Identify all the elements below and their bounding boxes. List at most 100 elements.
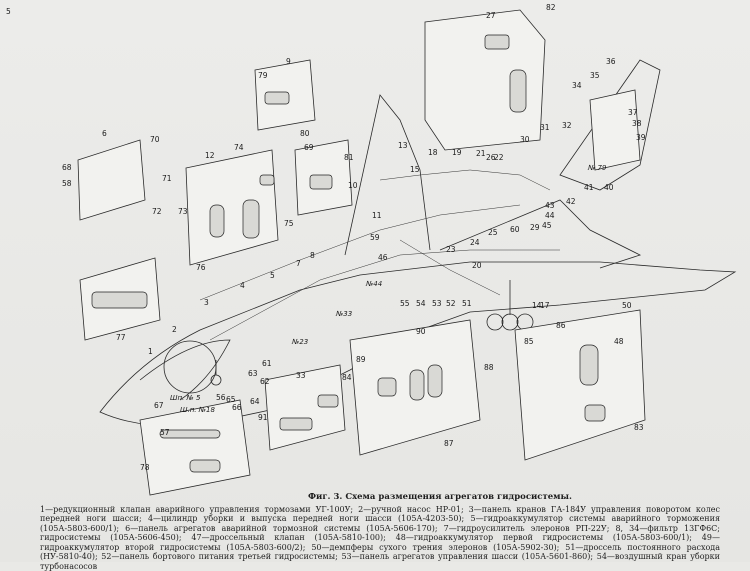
station-18: Ш.п. №18 [180, 406, 215, 414]
page-marker: 5 [6, 7, 11, 16]
accumulator-87b [428, 365, 442, 397]
callout-56: 56 [216, 393, 226, 402]
callout-39: 39 [636, 133, 646, 142]
callout-64: 64 [250, 397, 260, 406]
callout-8: 8 [310, 251, 315, 260]
callout-3: 3 [204, 298, 209, 307]
callout-66: 66 [232, 403, 242, 412]
callout-35: 35 [590, 71, 600, 80]
callout-59: 59 [370, 233, 380, 242]
callout-44: 44 [545, 211, 555, 220]
panel-box-6 [78, 140, 145, 220]
callout-43: 43 [545, 201, 555, 210]
wing-outline [440, 200, 640, 268]
callout-36: 36 [606, 57, 616, 66]
callout-19: 19 [452, 148, 462, 157]
callout-21: 21 [476, 149, 486, 158]
callout-20: 20 [472, 261, 482, 270]
callout-27: 27 [486, 11, 496, 20]
callout-91: 91 [258, 413, 268, 422]
callout-17: 17 [540, 301, 550, 310]
hydraulic-line-3 [380, 170, 550, 190]
callout-51: 51 [462, 299, 472, 308]
callout-89: 89 [356, 355, 366, 364]
callout-78: 78 [140, 463, 150, 472]
callout-68: 68 [62, 163, 72, 172]
callout-33: 33 [296, 371, 306, 380]
callout-73: 73 [178, 207, 188, 216]
callout-61: 61 [262, 359, 272, 368]
callout-69: 69 [304, 143, 314, 152]
valve-74 [190, 460, 220, 472]
hydraulic-line-2 [210, 250, 560, 340]
caption-body: 1—редукционный клапан аварийного управле… [40, 505, 720, 571]
callout-70: 70 [150, 135, 160, 144]
callout-54: 54 [416, 299, 426, 308]
callout-24: 24 [470, 238, 480, 247]
callout-67: 67 [154, 401, 164, 410]
station-33: №33 [335, 310, 352, 318]
callout-83: 83 [634, 423, 644, 432]
figure-caption: Фиг. 3. Схема размещения агрегатов гидро… [40, 493, 720, 571]
accumulator-76 [210, 205, 224, 237]
callout-52: 52 [446, 299, 456, 308]
callout-79: 79 [258, 71, 268, 80]
callout-58: 58 [62, 179, 72, 188]
callout-86: 86 [556, 321, 566, 330]
callout-50: 50 [622, 301, 632, 310]
callout-29: 29 [530, 223, 540, 232]
panel-box-27 [425, 10, 545, 150]
callout-7: 7 [296, 259, 301, 268]
callout-6: 6 [102, 129, 107, 138]
callout-40: 40 [604, 183, 614, 192]
callout-2: 2 [172, 325, 177, 334]
callout-9: 9 [286, 57, 291, 66]
callout-37: 37 [628, 108, 638, 117]
accumulator-75 [243, 200, 259, 238]
callout-74: 74 [234, 143, 244, 152]
callout-48: 48 [614, 337, 624, 346]
callout-75: 75 [284, 219, 294, 228]
callout-87: 87 [444, 439, 454, 448]
callout-46: 46 [378, 253, 388, 262]
station-5: Шп. № 5 [170, 394, 201, 402]
caption-title: Фиг. 3. Схема размещения агрегатов гидро… [40, 493, 720, 503]
panel-box-78 [140, 400, 250, 495]
callout-90: 90 [416, 327, 426, 336]
main-landing-gear [487, 280, 533, 330]
callout-71: 71 [162, 174, 172, 183]
callout-1: 1 [148, 347, 153, 356]
callout-18: 18 [428, 148, 438, 157]
callout-72: 72 [152, 207, 162, 216]
callout-11: 11 [372, 211, 382, 220]
valve-81 [310, 175, 332, 189]
callout-60: 60 [510, 225, 520, 234]
callout-12: 12 [205, 151, 215, 160]
callout-34: 34 [572, 81, 582, 90]
valve-70 [260, 175, 274, 185]
tail-fin-outline [345, 95, 430, 255]
callout-45: 45 [542, 221, 552, 230]
nose-landing-gear [211, 360, 221, 385]
callout-26: 26 [486, 153, 496, 162]
valve-83 [585, 405, 605, 421]
panel-box-85 [515, 310, 645, 460]
callout-77: 77 [116, 333, 126, 342]
callout-41: 41 [584, 183, 594, 192]
callout-63: 63 [248, 369, 258, 378]
callout-25: 25 [488, 228, 498, 237]
callout-55: 55 [400, 299, 410, 308]
callout-62: 62 [260, 377, 270, 386]
valve-79 [265, 92, 289, 104]
cockpit-outline [140, 340, 230, 400]
callout-32: 32 [562, 121, 572, 130]
valve-89 [378, 378, 396, 396]
station-44: №44 [365, 280, 382, 288]
station-23: №23 [291, 338, 308, 346]
callout-5: 5 [270, 271, 275, 280]
callout-13: 13 [398, 141, 408, 150]
panel-box-12 [186, 150, 278, 265]
valve-82 [485, 35, 509, 49]
